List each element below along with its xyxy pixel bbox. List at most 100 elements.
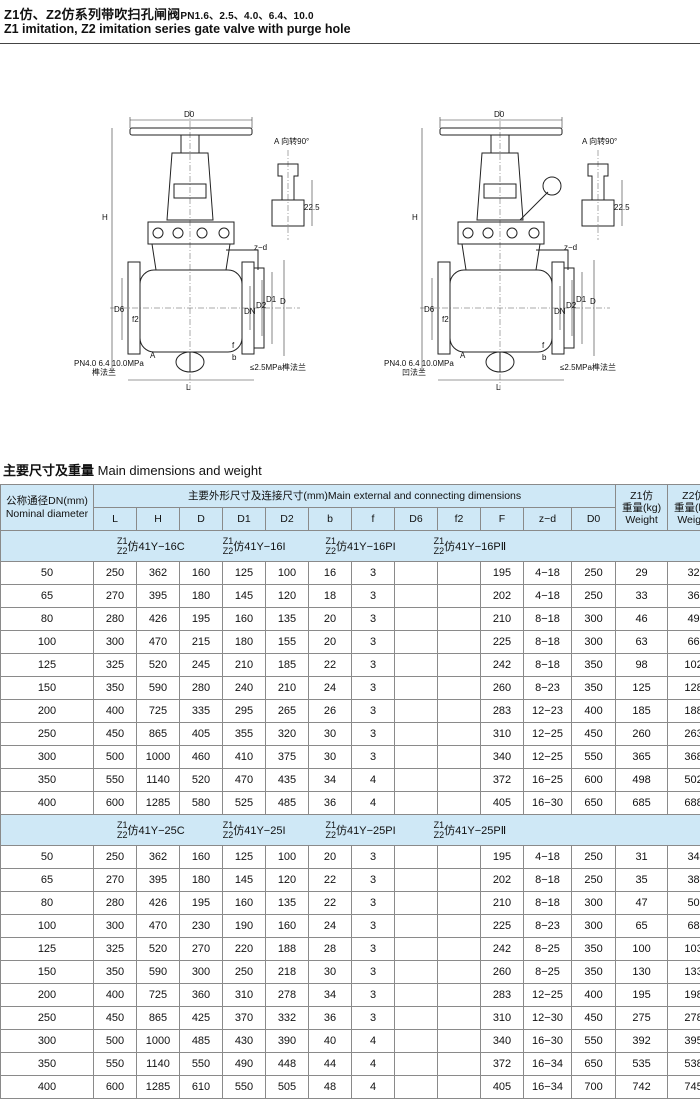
col-header: D6: [395, 508, 438, 531]
table-cell: 12−30: [524, 1007, 572, 1030]
table-cell: 40: [309, 1030, 352, 1053]
table-cell: [395, 677, 438, 700]
table-cell: 12−25: [524, 723, 572, 746]
page-title: Z1仿、Z2仿系列带吹扫孔闸阀PN1.6、2.5、4.0、6.4、10.0: [4, 4, 314, 23]
model-suffix: 仿41Y−25PI: [336, 825, 396, 837]
table-cell: 372: [481, 1053, 524, 1076]
table-cell: 198: [668, 984, 700, 1007]
table-cell: 215: [180, 631, 223, 654]
table-cell: 31: [616, 846, 668, 869]
table-cell: 325: [94, 938, 137, 961]
table-cell: 725: [137, 984, 180, 1007]
table-cell: 46: [616, 608, 668, 631]
model-z1: Z1: [117, 536, 128, 546]
model-z1: Z1: [223, 536, 234, 546]
table-cell: 3: [352, 846, 395, 869]
table-cell: 300: [572, 892, 616, 915]
table-cell: 280: [180, 677, 223, 700]
table-cell: 3: [352, 654, 395, 677]
header-z1-l1: Z1仿: [630, 490, 653, 502]
table-cell: 18: [309, 585, 352, 608]
table-cell: 742: [616, 1076, 668, 1099]
table-cell: 145: [223, 585, 266, 608]
table-cell: 362: [137, 846, 180, 869]
table-cell: 1140: [137, 1053, 180, 1076]
table-cell: 98: [616, 654, 668, 677]
table-cell: 30: [309, 961, 352, 984]
section-title: 主要尺寸及重量 Main dimensions and weight: [3, 460, 262, 479]
table-cell: 8−18: [524, 892, 572, 915]
table-cell: 3: [352, 585, 395, 608]
table-cell: 195: [481, 846, 524, 869]
table-cell: 275: [616, 1007, 668, 1030]
table-cell: 490: [223, 1053, 266, 1076]
table-cell: 50: [1, 846, 94, 869]
label-a-2: A: [460, 351, 466, 360]
table-cell: 470: [223, 769, 266, 792]
label-zd: z−d: [254, 243, 267, 252]
table-cell: 230: [180, 915, 223, 938]
valve-drawings: D0 H D6 f2 DN D2 D1 D z−d f: [0, 100, 700, 400]
label-pn-high-2: PN4.0 6.4 10.0MPa: [384, 359, 454, 368]
table-cell: 350: [572, 938, 616, 961]
model-suffix: 仿41Y−16PI: [336, 541, 396, 553]
table-cell: 26: [309, 700, 352, 723]
table-cell: 8−18: [524, 869, 572, 892]
table-cell: 130: [616, 961, 668, 984]
table-cell: 120: [266, 585, 309, 608]
table-cell: 242: [481, 938, 524, 961]
table-cell: 30: [309, 723, 352, 746]
table-cell: 600: [94, 1076, 137, 1099]
table-cell: 300: [572, 608, 616, 631]
table-cell: 390: [266, 1030, 309, 1053]
table-cell: 538: [668, 1053, 700, 1076]
label-d: D: [280, 297, 286, 306]
table-cell: 335: [180, 700, 223, 723]
table-cell: 365: [616, 746, 668, 769]
model-z2: Z2: [117, 546, 128, 556]
model-z1: Z1: [223, 820, 234, 830]
table-cell: 350: [94, 961, 137, 984]
table-cell: 125: [1, 938, 94, 961]
model-z2: Z2: [223, 546, 234, 556]
table-cell: 242: [481, 654, 524, 677]
table-cell: 1285: [137, 1076, 180, 1099]
table-cell: 160: [266, 915, 309, 938]
table-cell: 1000: [137, 746, 180, 769]
table-cell: 12−25: [524, 746, 572, 769]
table-cell: 250: [1, 1007, 94, 1030]
table-cell: 400: [572, 984, 616, 1007]
table-cell: [438, 846, 481, 869]
table-cell: 16: [309, 562, 352, 585]
table-cell: 8−23: [524, 915, 572, 938]
table-cell: 210: [481, 608, 524, 631]
table-cell: 100: [1, 915, 94, 938]
table-cell: 34: [668, 846, 700, 869]
header-dn-cn: 公称通径DN(mm): [6, 495, 88, 507]
table-cell: 550: [572, 1030, 616, 1053]
table-cell: 188: [266, 938, 309, 961]
handwheel-rim: [130, 128, 252, 135]
table-cell: 38: [668, 869, 700, 892]
table-cell: 485: [180, 1030, 223, 1053]
table-cell: 8−18: [524, 631, 572, 654]
table-cell: 24: [309, 677, 352, 700]
table-cell: 300: [572, 915, 616, 938]
table-cell: 16−30: [524, 792, 572, 815]
